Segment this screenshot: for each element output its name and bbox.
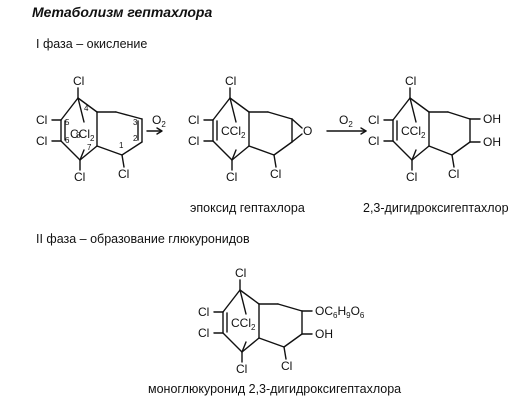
cl-atom: Cl bbox=[448, 167, 459, 181]
phase-2-heading: II фаза – образование глюкуронидов bbox=[36, 232, 250, 246]
heptachlor-structure: Cl Cl Cl Cl Cl CCl2 4 5 6 7 8 1 2 3 bbox=[36, 74, 143, 184]
dihydroxyheptachlor-structure: Cl Cl Cl Cl Cl OH OH CCl2 bbox=[368, 74, 501, 184]
ring-number: 2 bbox=[133, 134, 138, 143]
ccl2-label: CCl2 bbox=[70, 127, 95, 143]
hydroxyl-group: OH bbox=[315, 327, 333, 341]
ring-number: 3 bbox=[133, 118, 138, 127]
ccl2-label: CCl2 bbox=[231, 316, 256, 332]
cl-atom: Cl bbox=[226, 170, 237, 184]
cl-atom: Cl bbox=[36, 134, 47, 148]
caption-glucuronide: моноглюкуронид 2,3-дигидроксигептахлора bbox=[148, 382, 402, 396]
hydroxyl-group: OH bbox=[483, 135, 501, 149]
glucuronide-structure: Cl Cl Cl Cl Cl OH OC6H9O6 CCl2 bbox=[198, 266, 365, 376]
hydroxyl-group: OH bbox=[483, 112, 501, 126]
cl-atom: Cl bbox=[198, 305, 209, 319]
cl-atom: Cl bbox=[225, 74, 236, 88]
arrow-1: O2 bbox=[146, 113, 166, 135]
cl-atom: Cl bbox=[270, 167, 281, 181]
caption-epoxide: эпоксид гептахлора bbox=[190, 201, 305, 215]
cl-atom: Cl bbox=[198, 326, 209, 340]
phase-1-heading: I фаза – окисление bbox=[36, 37, 148, 51]
cl-atom: Cl bbox=[118, 167, 129, 181]
ring-number: 1 bbox=[119, 141, 124, 150]
glucuronide-group: OC6H9O6 bbox=[315, 304, 365, 320]
ring-number: 6 bbox=[65, 136, 70, 145]
cl-atom: Cl bbox=[73, 74, 84, 88]
ring-number: 5 bbox=[65, 118, 70, 127]
cl-atom: Cl bbox=[36, 113, 47, 127]
cl-atom: Cl bbox=[368, 113, 379, 127]
cl-atom: Cl bbox=[281, 359, 292, 373]
cl-atom: Cl bbox=[235, 266, 246, 280]
cl-atom: Cl bbox=[188, 113, 199, 127]
svg-text:O2: O2 bbox=[339, 113, 353, 129]
ccl2-label: CCl2 bbox=[401, 124, 426, 140]
cl-atom: Cl bbox=[368, 134, 379, 148]
cl-atom: Cl bbox=[405, 74, 416, 88]
ring-number: 8 bbox=[76, 131, 81, 140]
heptachlor-epoxide-structure: Cl Cl Cl Cl Cl O CCl2 bbox=[188, 74, 312, 184]
ring-number: 4 bbox=[84, 104, 89, 113]
svg-text:O2: O2 bbox=[152, 113, 166, 129]
page-title: Метаболизм гептахлора bbox=[32, 4, 213, 20]
arrow-2: O2 bbox=[326, 113, 367, 135]
caption-dihydroxy: 2,3-дигидроксигептахлор bbox=[363, 201, 509, 215]
epoxide-oxygen: O bbox=[303, 124, 312, 138]
cl-atom: Cl bbox=[236, 362, 247, 376]
ring-number: 7 bbox=[87, 143, 92, 152]
cl-atom: Cl bbox=[188, 134, 199, 148]
cl-atom: Cl bbox=[406, 170, 417, 184]
ccl2-label: CCl2 bbox=[221, 124, 246, 140]
cl-atom: Cl bbox=[74, 170, 85, 184]
